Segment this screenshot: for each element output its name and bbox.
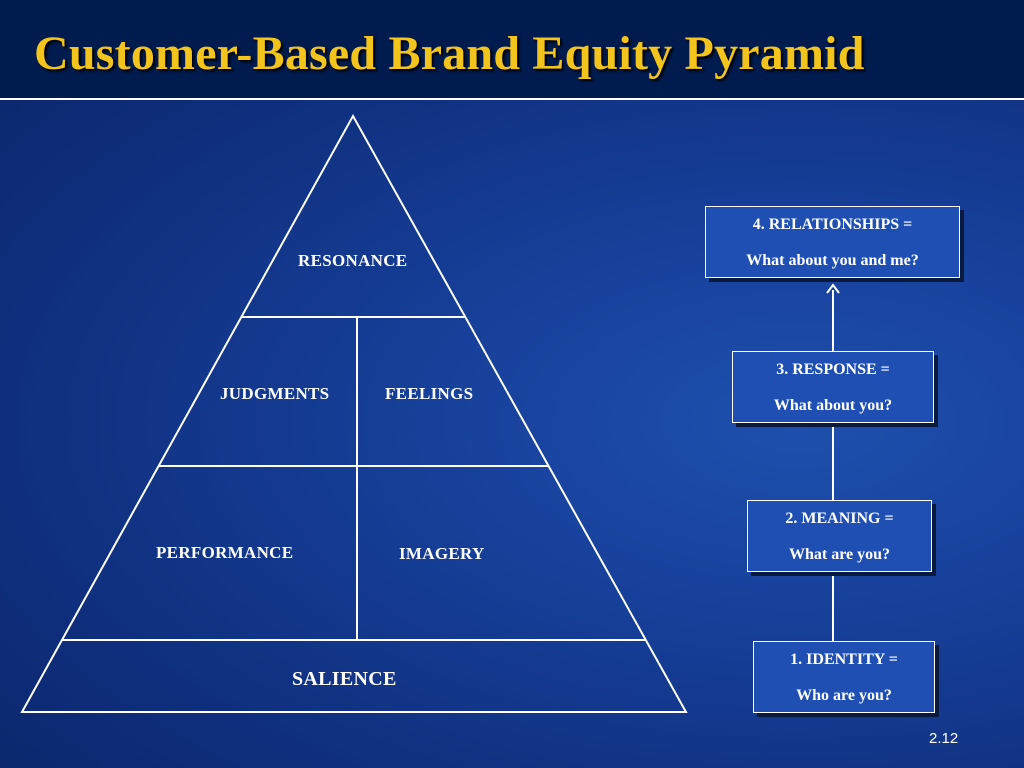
connector-2-to-3	[832, 422, 834, 500]
step-3-question: What about you?	[773, 397, 893, 414]
step-2-question: What are you?	[788, 546, 891, 563]
title-bar: Customer-Based Brand Equity Pyramid	[0, 0, 1024, 98]
step-2-heading: 2. MEANING =	[785, 510, 894, 527]
step-1-heading: 1. IDENTITY =	[790, 651, 898, 668]
step-box-meaning: 2. MEANING = What are you?	[747, 500, 932, 572]
slide-number: 2.12	[929, 730, 959, 747]
pyramid-label-judgments: JUDGMENTS	[220, 384, 330, 403]
pyramid-outline	[20, 113, 688, 713]
step-4-question: What about you and me?	[746, 252, 919, 269]
pyramid-label-performance: PERFORMANCE	[156, 543, 294, 562]
connector-3-to-4	[832, 290, 834, 351]
pyramid-label-salience: SALIENCE	[292, 668, 397, 690]
step-4-heading: 4. RELATIONSHIPS =	[752, 216, 913, 233]
connector-1-to-2	[832, 572, 834, 641]
slide-title: Customer-Based Brand Equity Pyramid	[34, 27, 865, 80]
step-3-heading: 3. RESPONSE =	[776, 361, 890, 378]
step-box-relationships: 4. RELATIONSHIPS = What about you and me…	[705, 206, 960, 278]
pyramid-label-resonance: RESONANCE	[298, 251, 408, 270]
step-box-identity: 1. IDENTITY = Who are you?	[753, 641, 935, 713]
title-divider	[0, 98, 1024, 100]
step-box-response: 3. RESPONSE = What about you?	[732, 351, 934, 423]
arrowhead-up-icon	[826, 283, 840, 294]
pyramid-label-imagery: IMAGERY	[399, 544, 485, 563]
pyramid-label-feelings: FEELINGS	[385, 384, 474, 403]
step-1-question: Who are you?	[796, 687, 892, 704]
